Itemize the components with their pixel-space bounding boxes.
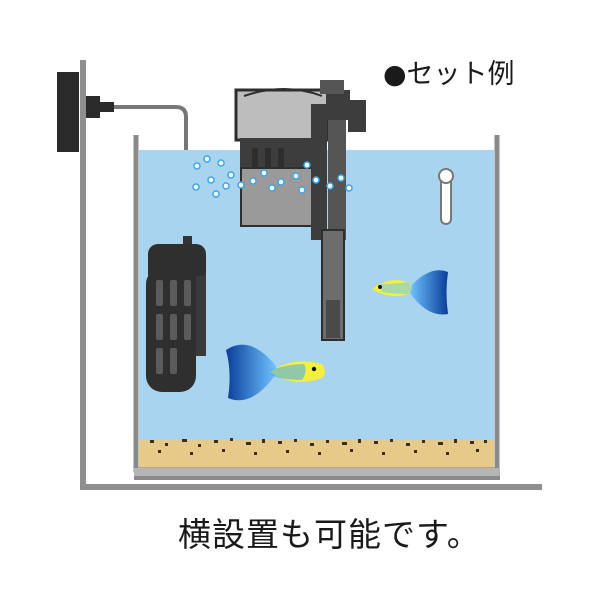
guppy-fish-icon (372, 270, 448, 315)
caption-horizontal-installation: 横設置も可能です。 (178, 515, 481, 554)
wall-and-floor (80, 60, 542, 490)
heater-cord (114, 105, 188, 240)
heater-icon (146, 236, 206, 392)
guppy-fish-icon (226, 344, 325, 401)
gravel-bed (139, 438, 494, 468)
wall-outlet-icon (57, 72, 114, 152)
tank-glass (133, 135, 500, 480)
air-bubbles-icon (192, 155, 353, 198)
thermometer-icon (438, 168, 454, 225)
set-example-label: ●セット例 (383, 59, 515, 90)
